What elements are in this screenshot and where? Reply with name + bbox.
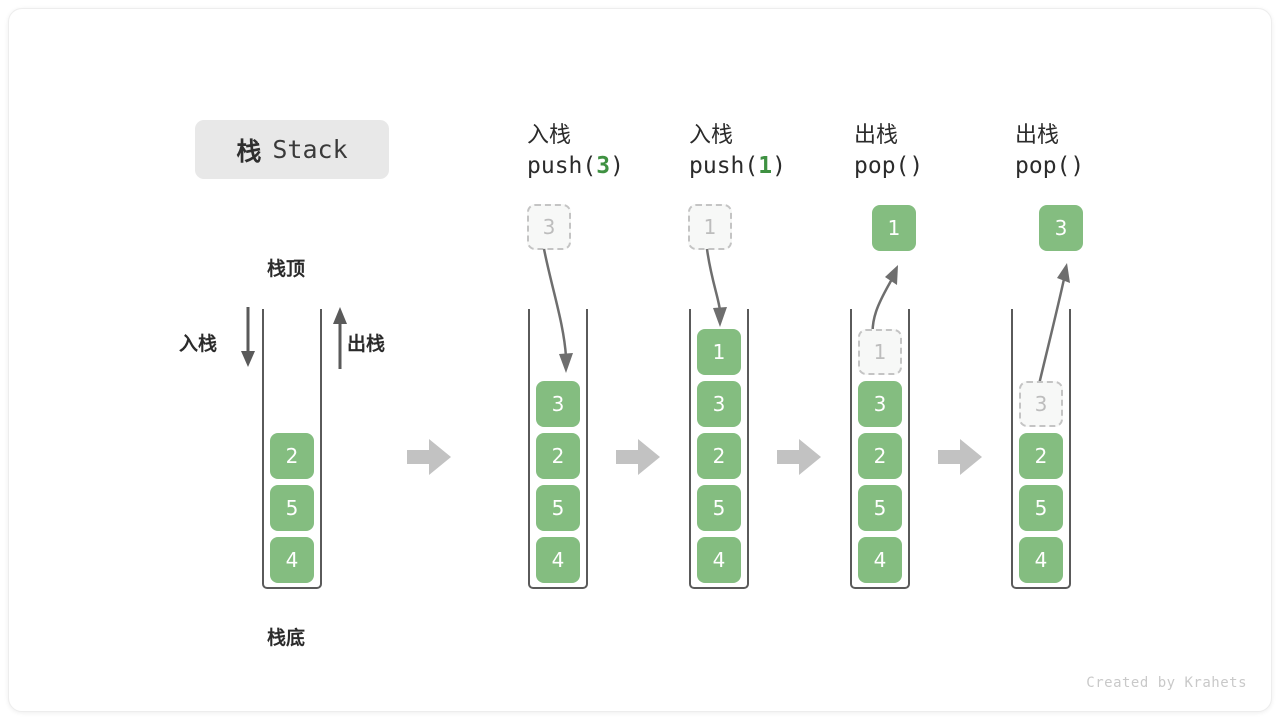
column-head-cn-push-1: 入栈 xyxy=(689,123,734,148)
incoming-element-ghost: 1 xyxy=(688,204,732,250)
column-head-code-pop-3: pop() xyxy=(1015,153,1084,179)
stack-cell: 4 xyxy=(1019,537,1063,583)
stack-tube-push-3 xyxy=(528,309,588,589)
column-head-cn-push-3: 入栈 xyxy=(527,123,572,148)
stack-cell-ghost: 1 xyxy=(858,329,902,375)
stack-cell: 2 xyxy=(858,433,902,479)
pop-direction-arrow xyxy=(333,307,347,369)
outgoing-element: 3 xyxy=(1039,205,1083,251)
code-arg: 1 xyxy=(758,153,773,179)
label-stack-top: 栈顶 xyxy=(267,258,306,280)
stack-cell: 1 xyxy=(697,329,741,375)
code-post: ) xyxy=(772,153,786,179)
push-curve-arrow xyxy=(705,248,727,327)
title-chip: 栈 Stack xyxy=(195,120,389,179)
column-head-code-push-1: push(1) xyxy=(689,153,786,179)
code-pre: pop( xyxy=(854,153,910,179)
stack-cell: 2 xyxy=(697,433,741,479)
code-pre: pop( xyxy=(1015,153,1071,179)
stack-cell: 5 xyxy=(858,485,902,531)
stack-cell: 2 xyxy=(270,433,314,479)
stack-cell: 4 xyxy=(270,537,314,583)
stack-cell: 4 xyxy=(536,537,580,583)
stack-cell: 3 xyxy=(697,381,741,427)
flow-arrow-separator xyxy=(938,439,982,475)
label-stack-bottom: 栈底 xyxy=(267,627,306,649)
stack-cell: 5 xyxy=(270,485,314,531)
column-head-code-push-3: push(3) xyxy=(527,153,624,179)
code-post: ) xyxy=(909,153,924,179)
stack-cell-ghost: 3 xyxy=(1019,381,1063,427)
code-post: ) xyxy=(1070,153,1085,179)
flow-arrow-separator xyxy=(407,439,451,475)
flow-arrow-separator xyxy=(777,439,821,475)
stack-cell: 5 xyxy=(697,485,741,531)
column-head-cn-pop-3: 出栈 xyxy=(1015,123,1060,148)
stack-cell: 3 xyxy=(536,381,580,427)
flow-arrow-separator xyxy=(616,439,660,475)
title-cn: 栈 xyxy=(236,136,263,166)
stack-tube-push-1 xyxy=(689,309,749,589)
code-pre: push( xyxy=(689,153,759,179)
incoming-element-ghost: 3 xyxy=(527,204,571,250)
diagram-card: 栈 Stack 栈顶 入栈 出栈 2 5 4 栈底 入栈 push(3) 3 3… xyxy=(8,8,1272,712)
stack-cell: 4 xyxy=(697,537,741,583)
label-push-side: 入栈 xyxy=(179,333,218,355)
code-arg: 3 xyxy=(596,153,611,179)
stack-cell: 4 xyxy=(858,537,902,583)
stack-cell: 5 xyxy=(1019,485,1063,531)
stack-tube-pop-1 xyxy=(850,309,910,589)
stack-cell: 2 xyxy=(536,433,580,479)
stack-cell: 5 xyxy=(536,485,580,531)
watermark-credit: Created by Krahets xyxy=(1086,675,1247,691)
stack-cell: 2 xyxy=(1019,433,1063,479)
code-pre: push( xyxy=(527,153,597,179)
outgoing-element: 1 xyxy=(872,205,916,251)
stack-cell: 3 xyxy=(858,381,902,427)
code-post: ) xyxy=(610,153,624,179)
title-en: Stack xyxy=(272,135,348,164)
push-curve-arrow xyxy=(542,248,573,373)
push-direction-arrow xyxy=(241,307,255,367)
stack-tube-initial xyxy=(262,309,322,589)
column-head-cn-pop-1: 出栈 xyxy=(854,123,899,148)
label-pop-side: 出栈 xyxy=(347,333,386,355)
column-head-code-pop-1: pop() xyxy=(854,153,923,179)
stack-tube-pop-3 xyxy=(1011,309,1071,589)
